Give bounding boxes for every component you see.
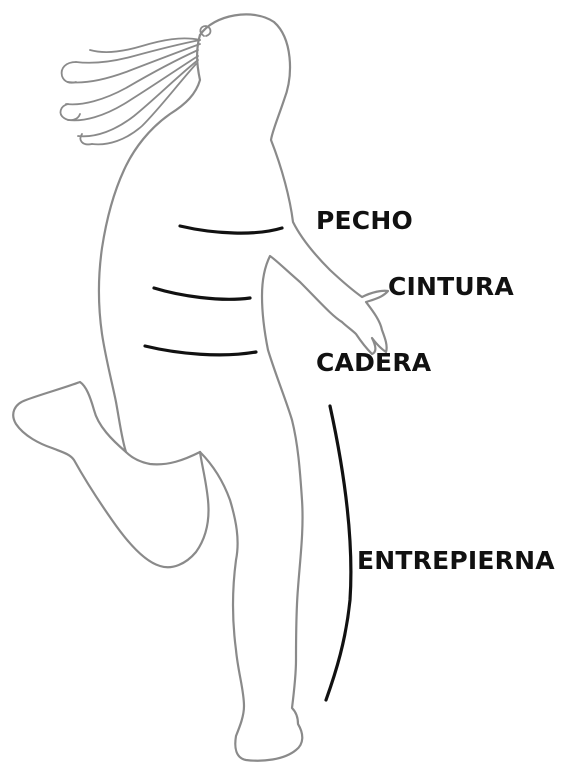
hip-measure-line — [145, 346, 256, 355]
inseam-measure-line — [326, 406, 351, 700]
measurement-lines — [145, 226, 351, 700]
back-and-rear-leg-outline — [13, 35, 208, 567]
waist-measure-line — [154, 288, 250, 299]
hip-label: CADERA — [316, 350, 431, 375]
chest-measure-line — [180, 226, 282, 233]
inseam-label: ENTREPIERNA — [357, 548, 555, 573]
head-and-torso-outline — [200, 14, 388, 760]
waist-label: CINTURA — [388, 274, 514, 299]
chest-label: PECHO — [316, 208, 413, 233]
inner-thigh-line — [126, 452, 200, 464]
ponytail-hair — [61, 26, 211, 144]
body-outline — [13, 14, 388, 760]
